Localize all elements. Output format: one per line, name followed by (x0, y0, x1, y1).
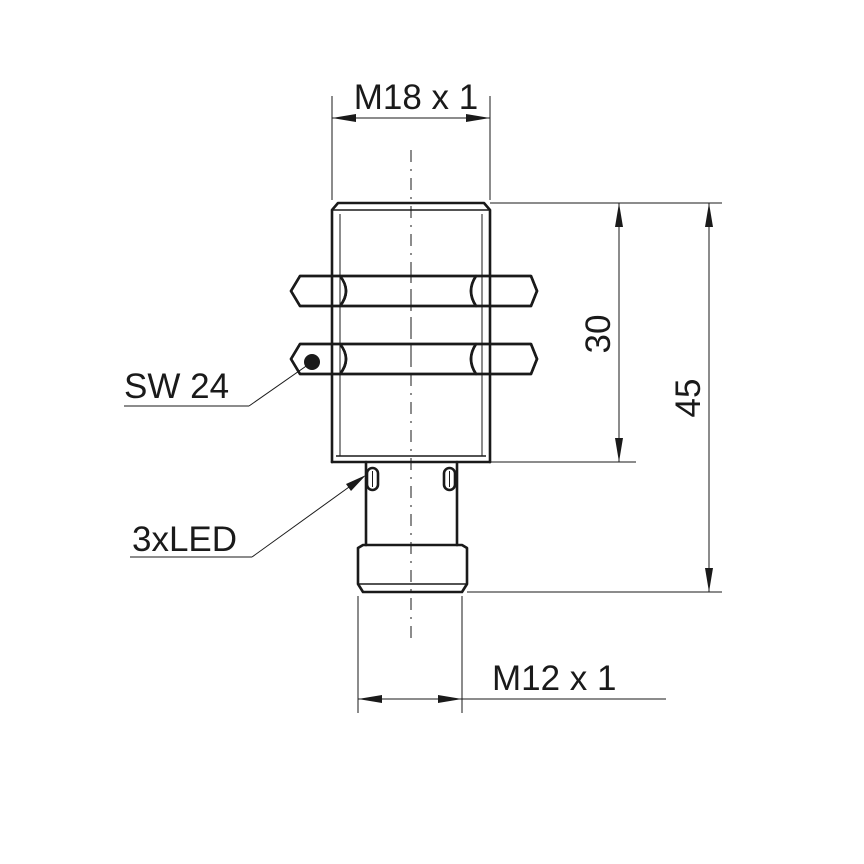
dim-45 (467, 203, 722, 593)
m12-connector (356, 543, 469, 594)
dim-m12 (357, 596, 666, 713)
sw24-leader (124, 354, 320, 407)
dim-body-length-label: 30 (579, 315, 618, 354)
led-leader (130, 475, 366, 558)
led-section (364, 460, 459, 547)
hex-nut-lower (289, 342, 539, 376)
sensor-body (330, 201, 492, 464)
thread-bottom-label: M12 x 1 (492, 659, 617, 698)
led-window-left (365, 466, 380, 492)
wrench-size-label: SW 24 (124, 367, 229, 406)
thread-top-label: M18 x 1 (354, 78, 479, 117)
hex-nut-upper (289, 274, 539, 308)
led-window-right (442, 466, 457, 492)
dim-total-length-label: 45 (669, 379, 708, 418)
dim-m18 (331, 96, 491, 200)
dim-30 (490, 202, 722, 463)
led-label: 3xLED (132, 520, 237, 559)
